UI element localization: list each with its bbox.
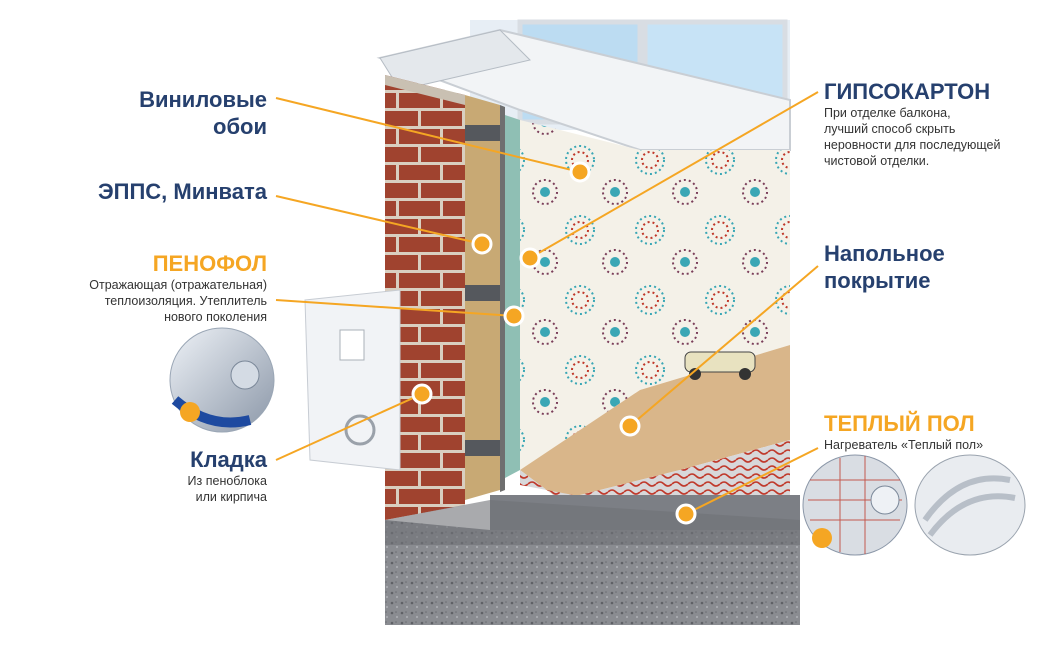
wallpaper-back-wall <box>640 150 790 390</box>
orange-dot-icon <box>471 233 493 255</box>
vapor-layer <box>500 105 505 492</box>
label-floor-title: Напольное покрытие <box>824 241 945 293</box>
label-vinyl-title: Виниловые обои <box>139 87 267 139</box>
drywall-layer <box>505 115 520 478</box>
brick-wall <box>385 75 465 520</box>
laminate-floor <box>520 345 790 500</box>
label-masonry-title: Кладка <box>190 447 267 472</box>
leader-lines <box>275 91 819 515</box>
label-warm-floor: ТЕПЛЫЙ ПОЛ Нагреватель «Теплый пол» <box>824 410 983 453</box>
label-drywall-title: ГИПСОКАРТОН <box>824 79 991 104</box>
toy-car <box>684 351 756 380</box>
label-drywall-desc-3: неровности для последующей <box>824 138 1001 152</box>
label-drywall-desc-2: лучший способ скрыть <box>824 122 956 136</box>
label-warm-floor-title: ТЕПЛЫЙ ПОЛ <box>824 411 975 436</box>
label-masonry: Кладка Из пеноблока или кирпича <box>188 446 267 505</box>
ground-gravel <box>385 520 800 625</box>
label-penofol-desc-3: нового поколения <box>164 310 267 324</box>
wallpaper-wall <box>520 120 640 470</box>
label-drywall-desc-1: При отделке балкона, <box>824 106 951 120</box>
floor-mat-icon <box>914 454 1026 556</box>
label-drywall: ГИПСОКАРТОН При отделке балкона, лучший … <box>824 78 1000 169</box>
label-penofol-desc-2: теплоизоляция. Утеплитель <box>104 294 267 308</box>
brick-wall-edge <box>385 75 465 105</box>
label-masonry-desc-1: Из пеноблока <box>187 474 267 488</box>
label-warm-floor-desc-1: Нагреватель «Теплый пол» <box>824 438 984 452</box>
label-masonry-desc-2: или кирпича <box>195 490 267 504</box>
label-penofol-title: ПЕНОФОЛ <box>152 251 267 276</box>
orange-dot-icon <box>569 161 591 183</box>
label-penofol: ПЕНОФОЛ Отражающая (отражательная) тепло… <box>89 250 267 325</box>
orange-dot-icon <box>411 383 433 405</box>
label-drywall-desc-4: чистовой отделки. <box>824 154 930 168</box>
orange-dot-icon <box>519 247 541 269</box>
orange-dot-icon <box>503 305 525 327</box>
ground-top <box>385 500 800 545</box>
floor-roll-icon <box>802 454 908 556</box>
label-epps-title: ЭППС, Минвата <box>97 179 267 204</box>
label-penofol-desc-1: Отражающая (отражательная) <box>89 278 267 292</box>
orange-dot-icon <box>675 503 697 525</box>
callout-markers <box>411 161 697 525</box>
penofol-roll-icon <box>169 327 275 433</box>
orange-dot-icon <box>619 415 641 437</box>
outdoor-box <box>304 289 401 471</box>
